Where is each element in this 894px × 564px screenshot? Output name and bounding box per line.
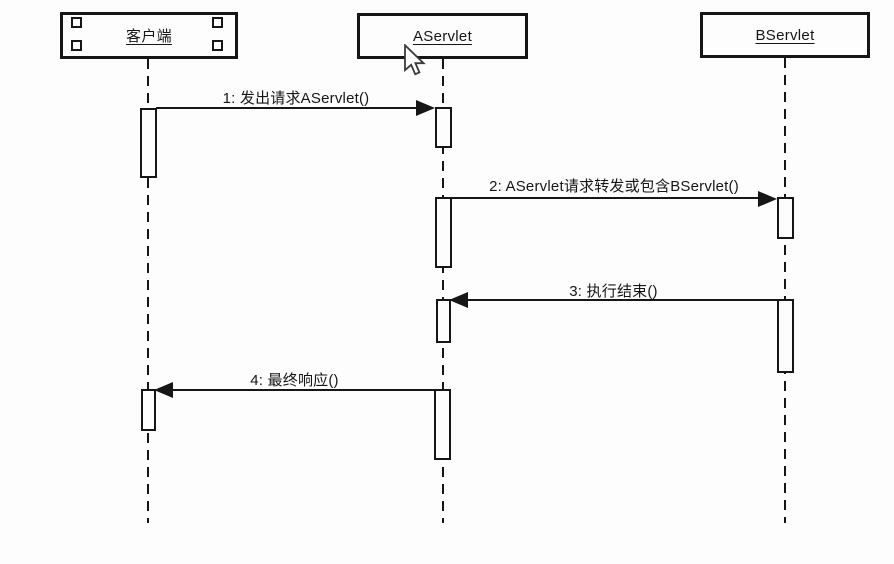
multiobject-square-icon (71, 17, 82, 28)
message-1-label: 1: 发出请求AServlet() (222, 90, 370, 107)
arrowhead-left-icon (154, 382, 173, 398)
message-2-label: 2: AServlet请求转发或包含BServlet() (489, 178, 739, 195)
lifeline-head-aservlet[interactable]: AServlet (357, 13, 528, 59)
arrowhead-right-icon (758, 191, 777, 207)
mouse-cursor-icon (404, 44, 426, 76)
message-3-line (466, 299, 777, 301)
activation-aservlet-msg1[interactable] (435, 107, 452, 148)
multiobject-square-icon (212, 17, 223, 28)
activation-client-msg1[interactable] (140, 108, 157, 178)
message-3-label: 3: 执行结束() (569, 283, 658, 300)
activation-bservlet-msg2[interactable] (777, 197, 794, 239)
lifeline-bservlet[interactable] (784, 58, 786, 523)
lifeline-client[interactable] (147, 59, 149, 523)
multiobject-square-icon (212, 40, 223, 51)
lifeline-head-client[interactable]: 客户端 (60, 12, 238, 59)
message-4-label: 4: 最终响应() (250, 372, 339, 389)
activation-aservlet-msg3[interactable] (436, 299, 451, 343)
lifeline-name-aservlet: AServlet (412, 27, 473, 45)
lifeline-aservlet[interactable] (442, 59, 444, 523)
multiobject-square-icon (71, 40, 82, 51)
arrowhead-left-icon (449, 292, 468, 308)
lifeline-name-bservlet: BServlet (755, 26, 815, 44)
activation-bservlet-msg3[interactable] (777, 299, 794, 373)
arrowhead-right-icon (416, 100, 435, 116)
activation-client-msg4[interactable] (141, 389, 156, 431)
lifeline-name-client: 客户端 (126, 28, 172, 45)
message-2-line (451, 197, 761, 199)
activation-aservlet-msg4[interactable] (434, 389, 451, 460)
message-4-line (171, 389, 434, 391)
activation-aservlet-msg2[interactable] (435, 197, 452, 268)
message-1-line (156, 107, 420, 109)
lifeline-head-bservlet[interactable]: BServlet (700, 12, 870, 58)
